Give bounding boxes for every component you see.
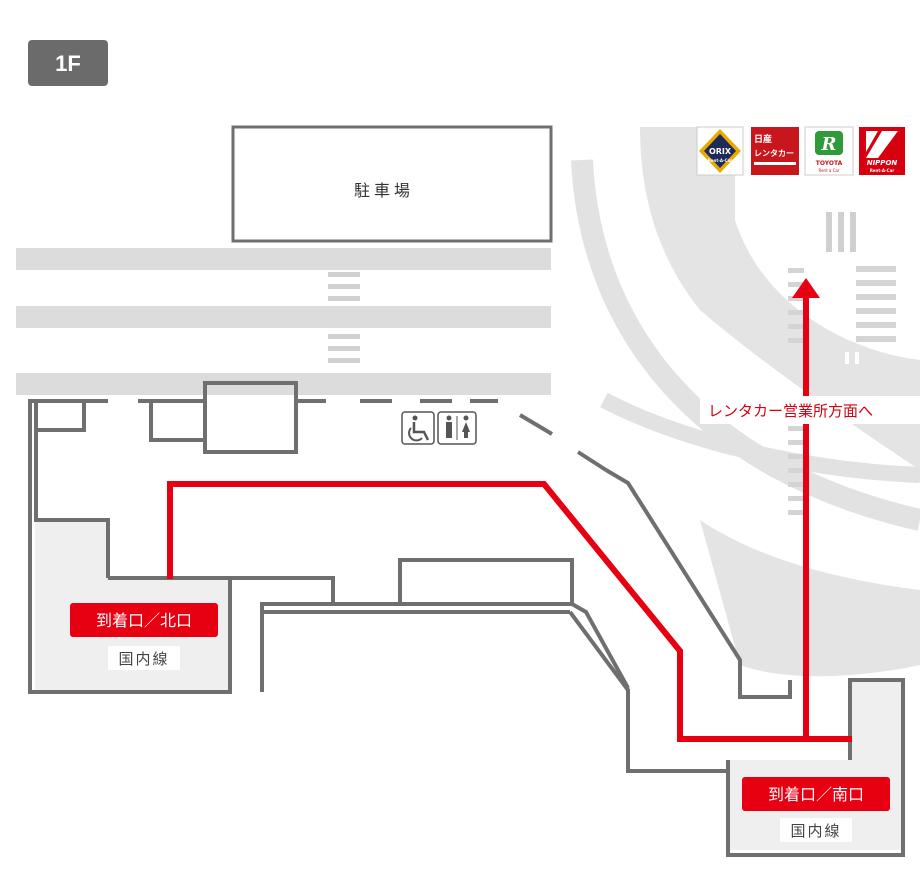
svg-text:NIPPON: NIPPON — [867, 159, 898, 167]
rental-direction-label: レンタカー営業所方面へ — [708, 402, 873, 420]
roads — [16, 248, 551, 395]
road-band-lower — [700, 520, 920, 677]
restroom-icon — [437, 411, 477, 445]
north-area-label: 国内線 — [118, 650, 169, 668]
crosswalk-right — [788, 266, 896, 515]
south-exit: 到着口／南口 国内線 — [742, 777, 890, 842]
crosswalk-center — [328, 272, 360, 363]
route-lines — [167, 297, 852, 742]
svg-text:レンタカー: レンタカー — [754, 148, 794, 158]
rental-direction: レンタカー営業所方面へ — [700, 396, 920, 424]
stripe-v — [845, 352, 849, 364]
svg-text:Rent-A-Car: Rent-A-Car — [870, 168, 895, 173]
curved-road-area — [571, 127, 920, 677]
parking-building: 駐車場 — [231, 125, 553, 243]
stripe-v — [826, 212, 832, 252]
toyota-rentacar-logo-icon: R TOYOTA Rent a Car — [804, 126, 854, 176]
wheelchair-icon — [401, 411, 435, 445]
terminal-walls — [28, 381, 905, 857]
svg-text:Rent-A-Car: Rent-A-Car — [708, 158, 733, 163]
floor-badge: 1F — [28, 40, 108, 86]
south-area-label: 国内線 — [790, 822, 841, 840]
svg-text:R: R — [821, 134, 837, 155]
road-arc-2 — [600, 392, 920, 483]
floor-label: 1F — [55, 51, 81, 76]
facility-icons — [401, 411, 477, 445]
svg-text:日産: 日産 — [754, 133, 772, 145]
stripe-v — [855, 352, 859, 364]
rental-logos: ORIX Rent-A-Car 日産 レンタカー R TOYOTA Rent a… — [696, 126, 905, 176]
road-2 — [16, 306, 551, 328]
floor-badge-bg — [28, 40, 108, 86]
south-exit-label: 到着口／南口 — [768, 785, 864, 804]
svg-text:ORIX: ORIX — [709, 147, 732, 156]
north-exit-badge — [70, 603, 218, 637]
road-1 — [16, 248, 551, 270]
parking-label: 駐車場 — [354, 181, 414, 200]
route-north-to-south — [167, 481, 852, 742]
road-arc-1 — [571, 159, 920, 531]
nissan-rentacar-logo-icon: 日産 レンタカー — [751, 127, 799, 175]
svg-text:TOYOTA: TOYOTA — [816, 160, 843, 167]
south-exit-badge — [742, 777, 890, 811]
north-exit: 到着口／北口 国内線 — [70, 603, 218, 670]
north-exit-label: 到着口／北口 — [96, 611, 192, 630]
stripe-v — [838, 212, 844, 252]
route-arrowhead — [792, 278, 820, 298]
nippon-rentacar-logo-icon: NIPPON Rent-A-Car — [859, 127, 905, 175]
stripe-v — [850, 212, 856, 252]
orix-logo-icon: ORIX Rent-A-Car — [696, 126, 744, 176]
svg-text:Rent a Car: Rent a Car — [818, 168, 839, 173]
